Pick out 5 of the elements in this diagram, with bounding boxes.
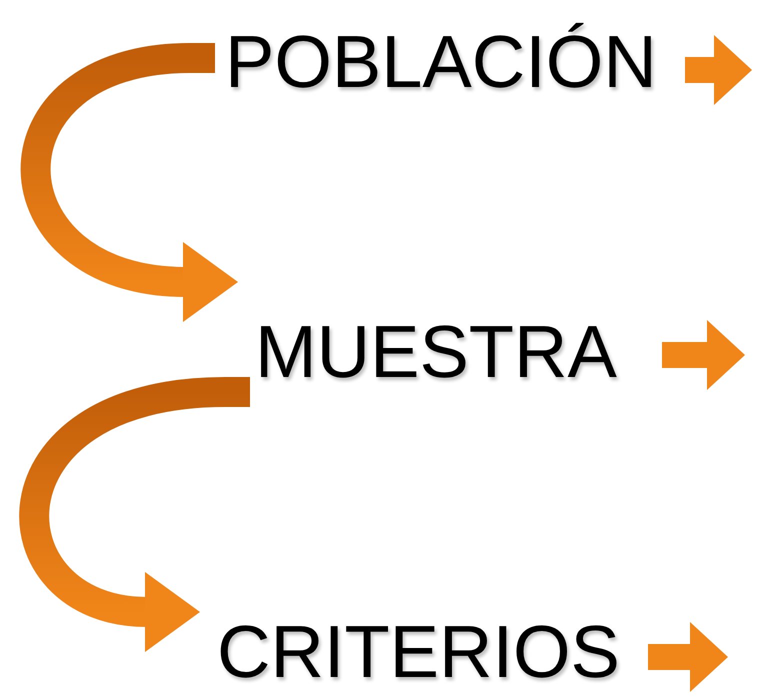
step-label: MUESTRA [255,315,617,389]
step-label: CRITERIOS [217,615,620,689]
step-label: POBLACIÓN [225,25,657,99]
curved-arrow [20,377,250,652]
curved-arrow [20,43,238,322]
